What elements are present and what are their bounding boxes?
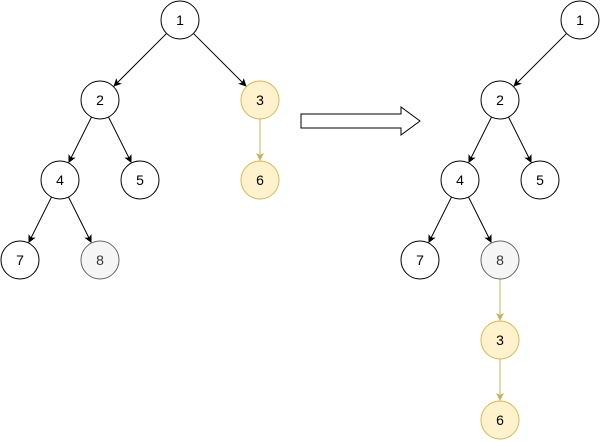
- before-node-label: 2: [96, 92, 104, 108]
- after-edge-a1-a2: [513, 33, 567, 87]
- after-node-circle: [480, 240, 520, 280]
- before-edge-b1-b3: [193, 33, 247, 87]
- before-node-label: 7: [16, 252, 24, 268]
- after-node-3: 3: [480, 320, 520, 360]
- right-block-arrow-icon: [300, 106, 421, 136]
- before-node-label: 6: [256, 172, 264, 188]
- after-edge-a2-a4: [468, 116, 492, 164]
- after-node-circle: [480, 320, 520, 360]
- before-edge-b4-b8: [68, 196, 92, 244]
- after-node-label: 6: [496, 412, 504, 428]
- after-node-7: 7: [400, 240, 440, 280]
- after-node-circle: [440, 160, 480, 200]
- before-node-8: 8: [80, 240, 120, 280]
- before-node-5: 5: [120, 160, 160, 200]
- before-node-label: 5: [136, 172, 144, 188]
- after-edge-a2-a5: [508, 116, 532, 164]
- before-node-circle: [80, 240, 120, 280]
- after-node-1: 1: [560, 0, 600, 40]
- after-node-circle: [480, 400, 520, 440]
- before-node-3: 3: [240, 80, 280, 120]
- before-node-label: 1: [176, 12, 184, 28]
- before-node-circle: [160, 0, 200, 40]
- after-node-label: 7: [416, 252, 424, 268]
- before-edge-b4-b7: [28, 196, 52, 244]
- before-edge-b1-b2: [113, 33, 167, 87]
- before-node-1: 1: [160, 0, 200, 40]
- after-edge-a4-a7: [428, 196, 452, 244]
- after-node-circle: [480, 80, 520, 120]
- before-node-circle: [240, 80, 280, 120]
- before-node-label: 8: [96, 252, 104, 268]
- after-node-6: 6: [480, 400, 520, 440]
- edges-layer: [28, 33, 567, 401]
- after-node-5: 5: [520, 160, 560, 200]
- transition-arrow: [300, 106, 421, 136]
- before-node-7: 7: [0, 240, 40, 280]
- before-node-circle: [120, 160, 160, 200]
- after-node-4: 4: [440, 160, 480, 200]
- after-node-label: 1: [576, 12, 584, 28]
- before-node-4: 4: [40, 160, 80, 200]
- before-node-label: 4: [56, 172, 64, 188]
- after-node-label: 8: [496, 252, 504, 268]
- before-node-label: 3: [256, 92, 264, 108]
- after-node-circle: [520, 160, 560, 200]
- after-node-8: 8: [480, 240, 520, 280]
- before-node-circle: [80, 80, 120, 120]
- after-node-label: 4: [456, 172, 464, 188]
- before-node-circle: [240, 160, 280, 200]
- after-node-label: 5: [536, 172, 544, 188]
- before-node-6: 6: [240, 160, 280, 200]
- after-node-circle: [560, 0, 600, 40]
- after-node-label: 3: [496, 332, 504, 348]
- before-node-circle: [40, 160, 80, 200]
- before-edge-b2-b5: [108, 116, 132, 164]
- after-node-2: 2: [480, 80, 520, 120]
- before-node-2: 2: [80, 80, 120, 120]
- before-node-circle: [0, 240, 40, 280]
- after-edge-a4-a8: [468, 196, 492, 244]
- after-node-label: 2: [496, 92, 504, 108]
- before-edge-b2-b4: [68, 116, 92, 164]
- after-node-circle: [400, 240, 440, 280]
